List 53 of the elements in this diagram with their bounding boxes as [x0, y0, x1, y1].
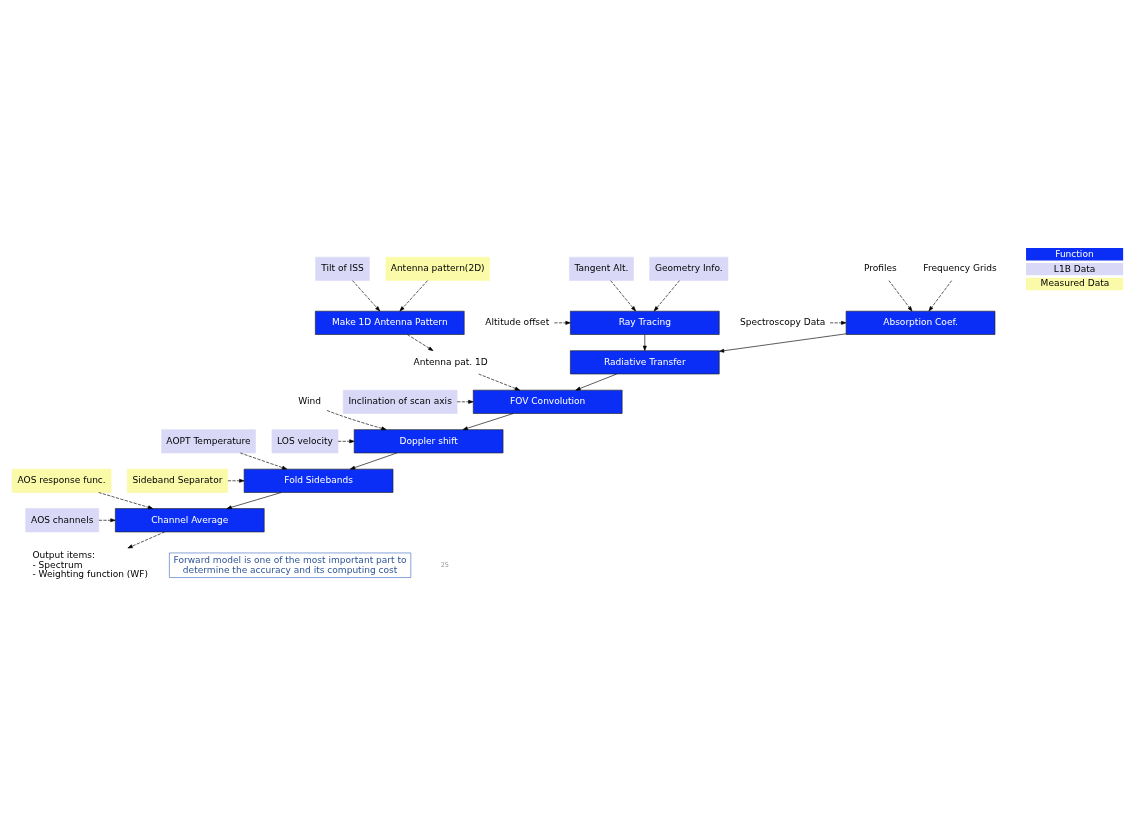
- node-box: Geometry Info.: [649, 256, 729, 281]
- arrow: [478, 373, 520, 391]
- node-box: Doppler shift: [353, 429, 504, 454]
- arrow: [399, 280, 428, 312]
- node-text: Profiles: [863, 263, 897, 274]
- node-box: Antenna pattern(2D): [385, 256, 490, 281]
- node-text: Frequency Grids: [923, 263, 997, 274]
- arrow: [337, 439, 355, 444]
- node-text: Wind: [298, 396, 321, 407]
- arrow: [326, 410, 387, 431]
- node-text: Spectroscopy Data: [739, 317, 826, 328]
- node-text: Altitude offset: [485, 317, 550, 328]
- node-box: FOV Convolution: [472, 389, 623, 414]
- arrow: [554, 320, 571, 325]
- node-text: Output items: - Spectrum - Weighting function (WF): [32, 549, 149, 580]
- legend-label: Measured Data: [1040, 278, 1110, 289]
- node-box: AOS response func.: [11, 468, 112, 493]
- node-box: Fold Sidebands: [243, 468, 394, 493]
- legend-label: L1B Data: [1053, 263, 1096, 274]
- node-box: Forward model is one of the most important part to determine the accuracy and its computing cost: [169, 552, 412, 578]
- node-box: Tangent Alt.: [569, 256, 634, 281]
- arrow: [98, 518, 116, 523]
- node-box: Absorption Coef.: [845, 310, 996, 335]
- arrow: [829, 320, 847, 325]
- node-text: Antenna pat. 1D: [413, 356, 488, 367]
- node-box: LOS velocity: [271, 429, 339, 454]
- arrow: [642, 334, 647, 351]
- arrow: [575, 373, 618, 391]
- arrow: [719, 333, 847, 353]
- node-box: Ray Tracing: [570, 310, 720, 335]
- arrow: [407, 334, 434, 351]
- arrow: [226, 492, 282, 510]
- arrow: [98, 492, 154, 510]
- arrow: [888, 280, 913, 312]
- arrow: [352, 280, 381, 312]
- node-box: Radiative Transfer: [570, 350, 720, 375]
- arrow: [610, 280, 636, 312]
- legend-label: Function: [1055, 248, 1094, 259]
- arrow: [462, 413, 514, 431]
- arrow: [928, 280, 952, 312]
- arrow: [240, 452, 288, 470]
- node-box: Inclination of scan axis: [342, 389, 458, 414]
- arrow: [350, 452, 398, 470]
- arrow: [127, 531, 165, 549]
- arrow: [227, 478, 245, 483]
- node-box: Sideband Separator: [126, 468, 228, 493]
- arrow: [456, 399, 474, 404]
- node-box: Tilt of ISS: [315, 256, 370, 281]
- node-box: AOS channels: [25, 508, 100, 533]
- arrow: [653, 280, 680, 312]
- node-box: AOPT Temperature: [161, 429, 256, 454]
- node-box: Channel Average: [115, 508, 265, 533]
- node-box: Make 1D Antenna Pattern: [315, 310, 465, 335]
